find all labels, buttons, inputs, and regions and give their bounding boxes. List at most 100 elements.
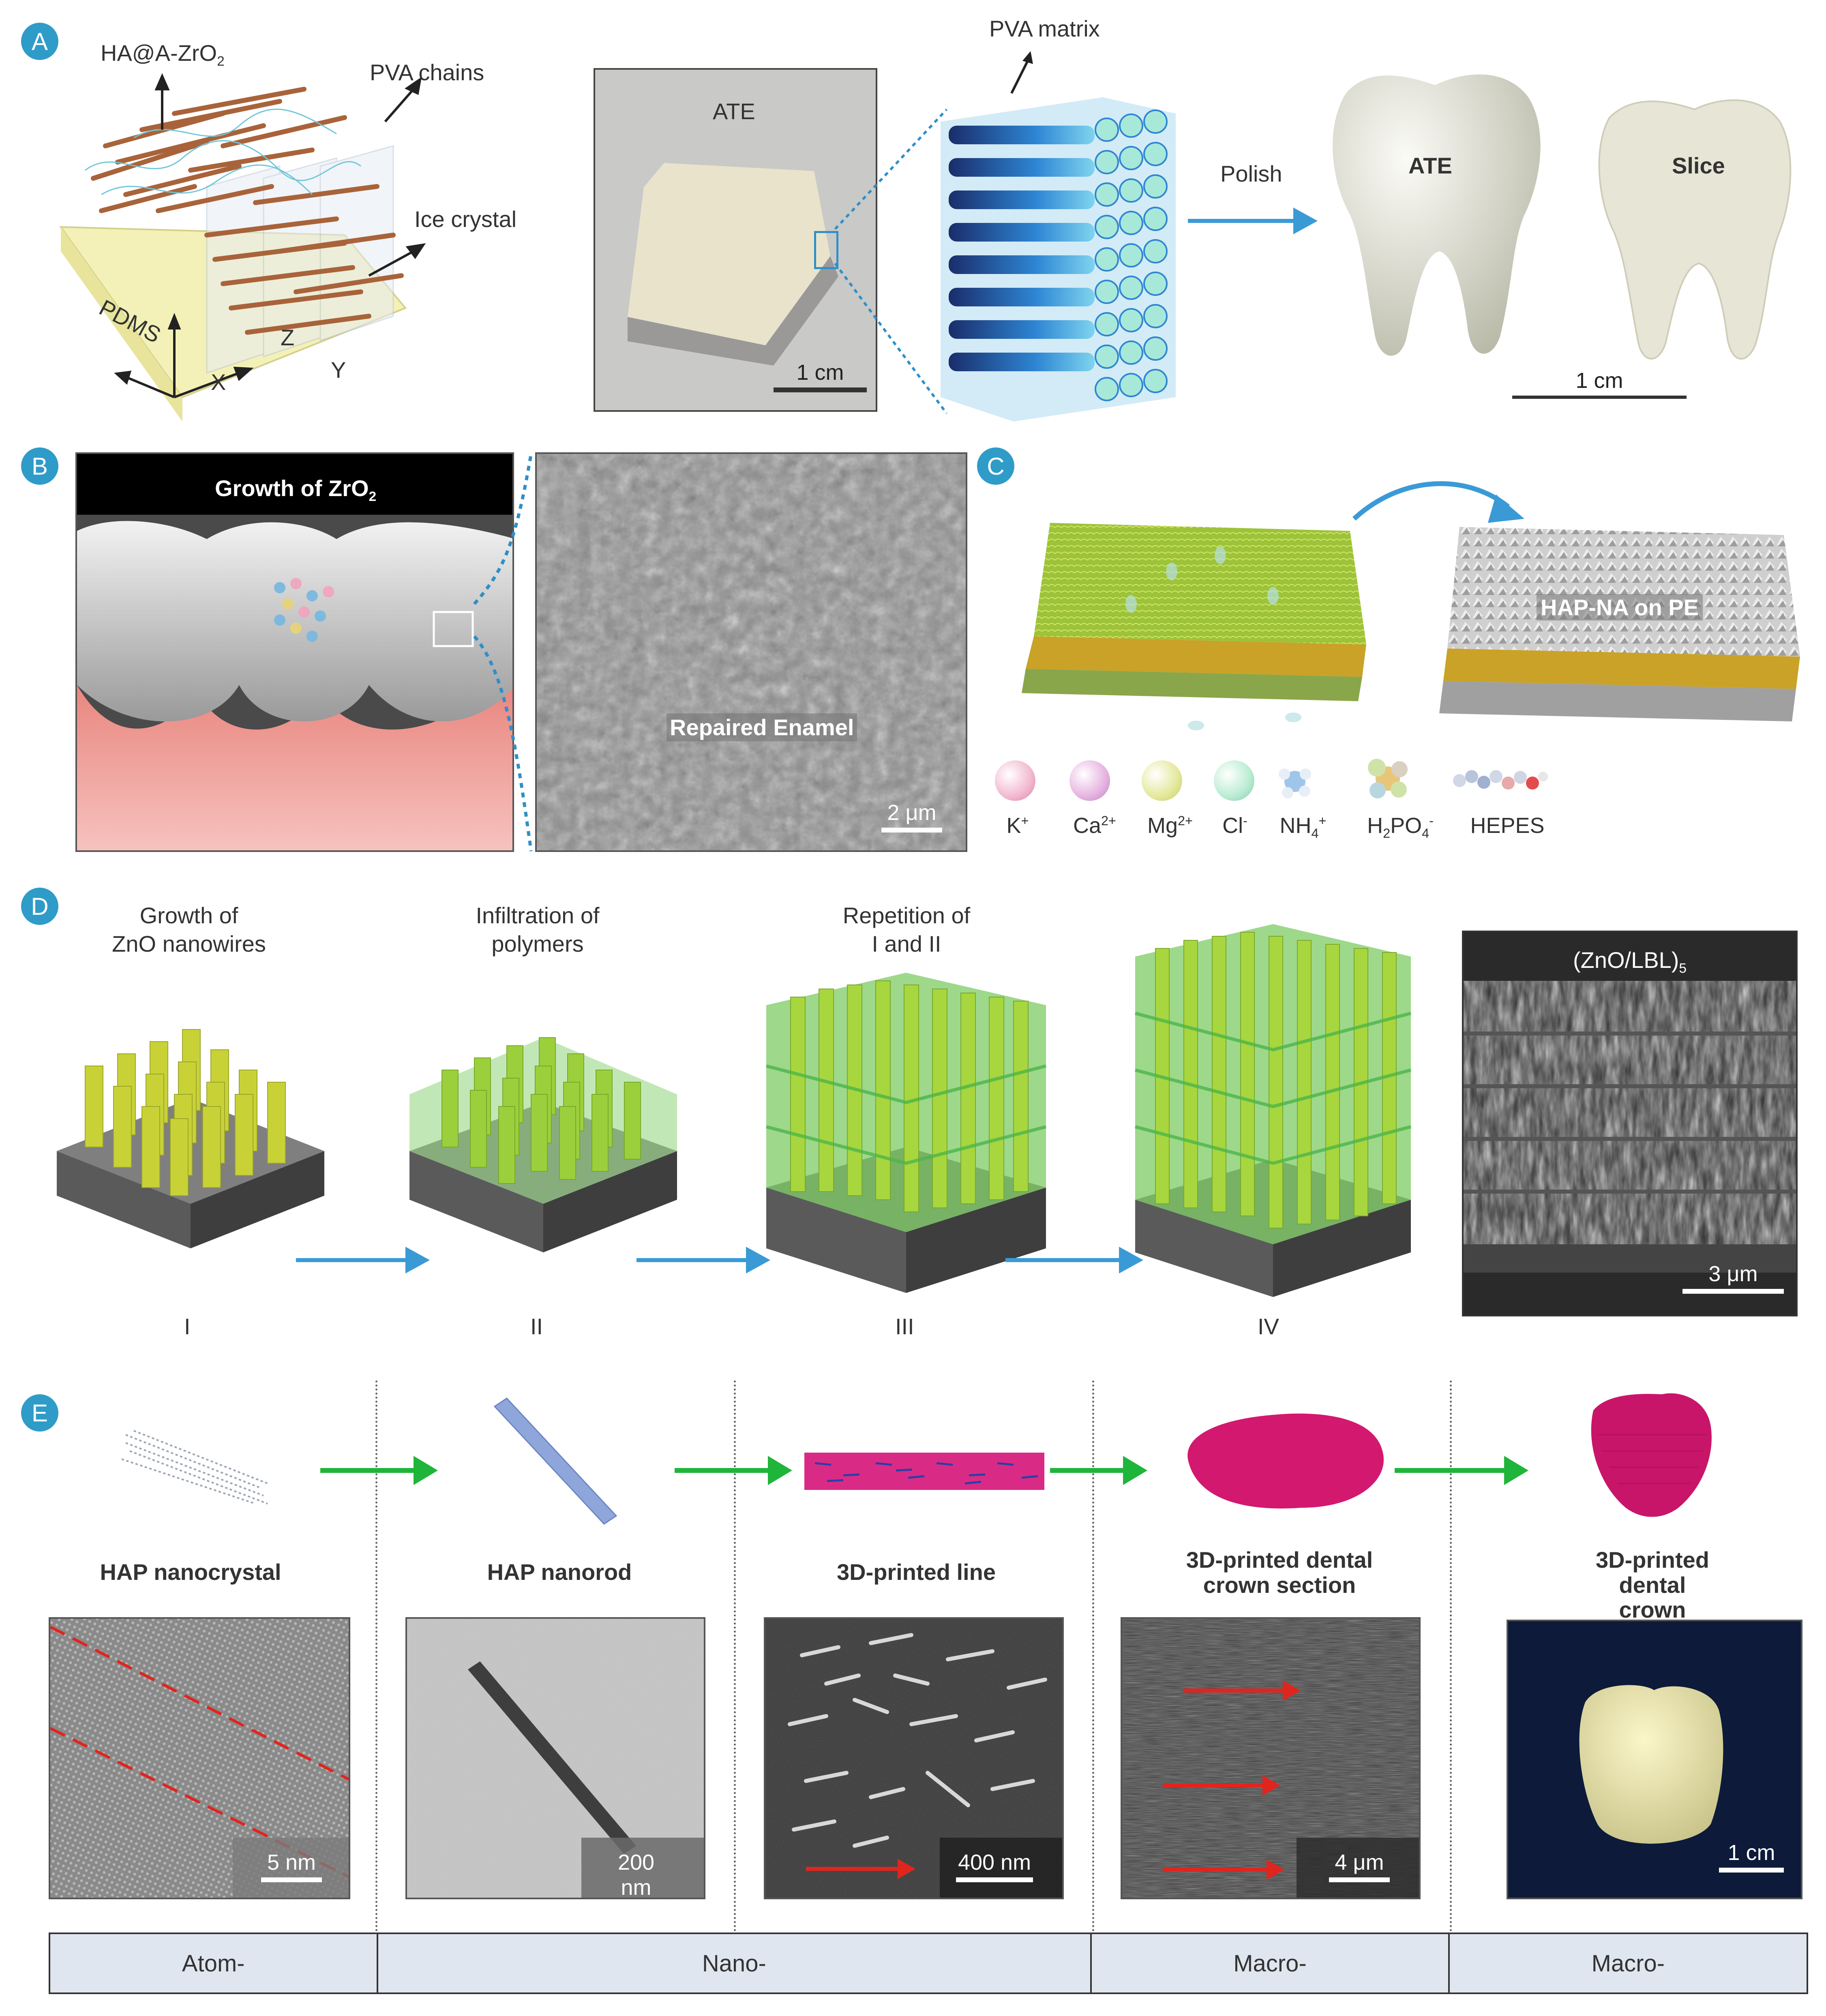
polish-label: Polish [1220, 161, 1282, 186]
hrtem-image: 5 nm [49, 1617, 350, 1899]
zno-nanowires-stage-1 [57, 1029, 324, 1248]
ion-cl-label: Cl- [1222, 813, 1247, 838]
axis-y-label: Y [331, 357, 346, 383]
ion-mg-label: Mg2+ [1147, 813, 1193, 838]
divider-2 [734, 1380, 736, 1932]
pva-chains-label: PVA chains [370, 60, 484, 85]
crown-arrow-3 [1163, 1860, 1284, 1880]
ion-k-label: K+ [1006, 813, 1029, 838]
divider-3 [1092, 1380, 1094, 1932]
sem-d-scale-bar: 3 μm [1682, 1261, 1784, 1294]
divider-1 [375, 1380, 377, 1932]
hap-nanocrystal-icon [122, 1430, 268, 1505]
panel-badge-a: A [21, 23, 58, 60]
axis-z-label: Z [281, 325, 295, 350]
repaired-enamel-sem: Repaired Enamel 2 μm [535, 452, 967, 852]
panel-badge-c: C [977, 447, 1014, 485]
crown-section-sem-image: 4 μm [1121, 1617, 1421, 1899]
hap-na-diagram [1439, 527, 1800, 721]
stage-label-3: 3D-printed line [836, 1559, 996, 1585]
ha-zro2-label: HA@A-ZrO2 [101, 40, 225, 69]
tooth-ate-image [1333, 74, 1541, 356]
dental-crown-icon [1591, 1393, 1712, 1517]
ate-photo: ATE 1 cm [594, 68, 877, 412]
d-arrow-1 [296, 1247, 430, 1273]
divider-4 [1450, 1380, 1452, 1932]
hrtem-scale-bar: 5 nm [261, 1850, 322, 1882]
ion-mg [1142, 760, 1182, 801]
growth-zro2-label: Growth of ZrO2 [215, 475, 377, 505]
printed-line-icon [804, 1453, 1044, 1490]
ion-h2po4-label: H2PO4- [1367, 813, 1434, 841]
panel-badge-e: E [21, 1394, 58, 1432]
hap-na-label: HAP-NA on PE [1537, 594, 1703, 621]
level-macro-2: Macro- [1591, 1950, 1665, 1977]
e-arrow-2 [675, 1456, 792, 1485]
tooth-slice-image [1598, 99, 1792, 360]
tooth-ate-label: ATE [1408, 153, 1452, 178]
crown-photo-scale-bar: 1 cm [1719, 1840, 1784, 1873]
ate-photo-label: ATE [713, 98, 755, 124]
ion-cl [1214, 760, 1254, 801]
crown-arrow-2 [1163, 1775, 1280, 1796]
zoom-box [814, 231, 838, 269]
pe-substrate-diagram [1022, 523, 1366, 730]
stacked-layers-stage-4 [1134, 924, 1412, 1297]
roman-iii: III [895, 1314, 914, 1339]
freeze-casting-diagram [59, 73, 426, 422]
ate-scale-bar: 1 cm [774, 360, 867, 392]
panel-badge-b: B [21, 447, 58, 485]
zno-lbl-sem: (ZnO/LBL)5 3 μm [1462, 931, 1798, 1316]
ion-h2po4 [1368, 759, 1408, 798]
zoom-lines-b [473, 454, 533, 852]
d-arrow-3 [1005, 1247, 1143, 1273]
polish-arrow [1188, 208, 1318, 234]
e-arrow-4 [1395, 1456, 1528, 1485]
sem-title: (ZnO/LBL)5 [1573, 947, 1687, 976]
stage-label-2: HAP nanorod [487, 1559, 632, 1585]
roman-i: I [184, 1314, 191, 1339]
step3-label: Repetition of I and II [842, 903, 971, 957]
polymer-infiltration-stage-2 [409, 1037, 677, 1252]
stage-label-5: 3D-printed dental crown [1596, 1547, 1709, 1623]
axis-x-label: X [211, 369, 226, 395]
scale-level-table: Atom- Nano- Macro- Macro- [49, 1933, 1808, 1994]
step1-label: Growth of ZnO nanowires [112, 903, 266, 957]
level-nano: Nano- [378, 1934, 1092, 1992]
crown-section-scale-bar: 4 μm [1329, 1850, 1390, 1882]
roman-ii: II [530, 1314, 543, 1339]
ion-k [995, 760, 1035, 801]
tooth-repair-illustration: Growth of ZrO2 [75, 452, 514, 852]
panel-badge-d: D [21, 888, 58, 925]
step2-label: Infiltration of polymers [476, 903, 600, 957]
pva-matrix-arrow [1010, 51, 1033, 94]
level-macro-1: Macro- [1092, 1934, 1450, 1992]
ion-ca-label: Ca2+ [1073, 813, 1116, 838]
stage-label-4: 3D-printed dental crown section [1186, 1547, 1373, 1598]
printed-crown-photo: 1 cm [1507, 1620, 1802, 1899]
crown-arrow-1 [1183, 1680, 1301, 1701]
roman-iv: IV [1258, 1314, 1279, 1339]
d-arrow-2 [637, 1247, 770, 1273]
printed-line-sem-image: 400 nm [764, 1617, 1064, 1899]
nanorod-scale-bar: 200 nm [602, 1850, 671, 1898]
ion-ca [1069, 760, 1110, 801]
e-arrow-3 [1050, 1456, 1147, 1485]
ice-crystal-label: Ice crystal [414, 206, 517, 232]
stage-label-1: HAP nanocrystal [100, 1559, 281, 1585]
ion-hepes-label: HEPES [1470, 813, 1545, 838]
ion-nh4 [1279, 768, 1311, 798]
nanorod-tem-image: 200 nm [405, 1617, 705, 1899]
ion-hepes [1453, 770, 1548, 790]
ion-nh4-label: NH4+ [1279, 813, 1327, 841]
e-arrow-1 [320, 1456, 438, 1485]
crown-section-icon [1187, 1413, 1384, 1509]
pva-matrix-label: PVA matrix [989, 16, 1100, 41]
tooth-slice-label: Slice [1672, 153, 1725, 178]
level-atom: Atom- [50, 1934, 378, 1992]
sem-direction-arrow [806, 1859, 915, 1879]
hap-nanorod-icon [493, 1398, 617, 1525]
repeated-layers-stage-3 [765, 973, 1047, 1293]
mineralization-arrow [1352, 481, 1524, 523]
repaired-enamel-label: Repaired Enamel [667, 713, 857, 741]
